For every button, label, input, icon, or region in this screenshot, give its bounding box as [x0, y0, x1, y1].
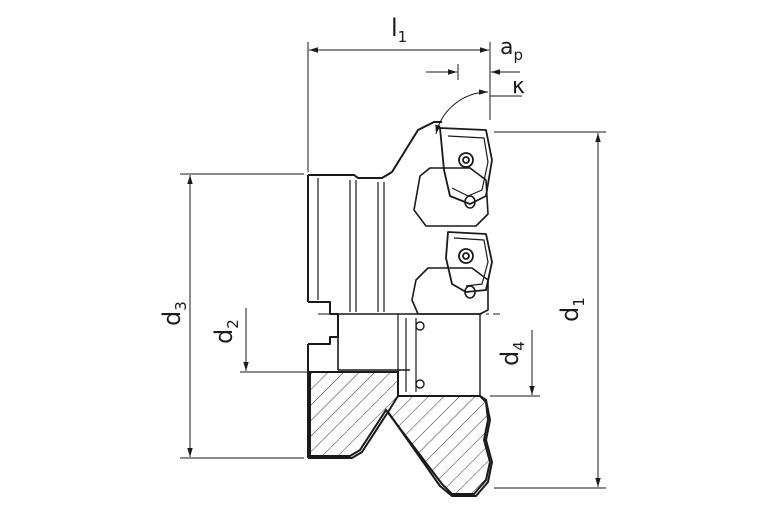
- insert-2-screw: [458, 248, 474, 264]
- label-d1: d1: [556, 297, 588, 322]
- body-lower-face: [387, 395, 493, 497]
- label-d4: d4: [496, 341, 528, 366]
- label-d2: d2: [210, 319, 242, 344]
- dim-kappa-arc: [435, 89, 489, 135]
- hatched-section: [309, 371, 492, 495]
- cutting-inserts: [411, 127, 493, 389]
- label-l1: l1: [391, 14, 407, 46]
- label-kappa: κ: [512, 74, 525, 99]
- dimension-labels: l1 ap κ d1 d3 d2 d4: [158, 14, 588, 366]
- label-ap: ap: [500, 35, 523, 64]
- label-d3: d3: [158, 301, 190, 326]
- pocket-1: [413, 167, 489, 227]
- insert-1-screw: [458, 152, 474, 168]
- shank-upper-outline: [308, 121, 442, 179]
- keyway-notch: [308, 301, 339, 345]
- dimension-lines: [180, 42, 606, 489]
- pocket-2: [411, 267, 489, 315]
